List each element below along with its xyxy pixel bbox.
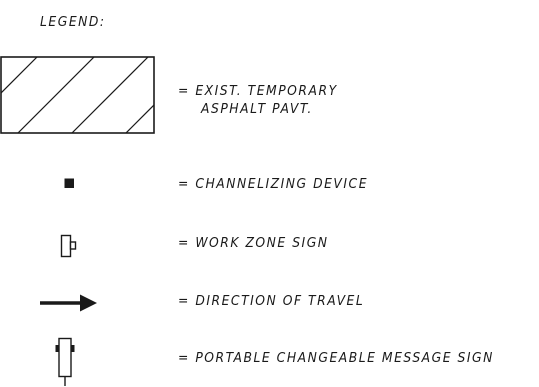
- message-sign-description: = PORTABLE CHANGEABLE MESSAGE SIGN: [178, 351, 494, 366]
- legend-title: LEGEND:: [40, 15, 106, 30]
- work-zone-sign-icon: [60, 234, 77, 258]
- message-sign-icon: [55, 337, 75, 386]
- work-zone-sign-description: = WORK ZONE SIGN: [178, 236, 329, 251]
- filled-square-icon: [64, 178, 74, 188]
- channelizing-device-description: = CHANNELIZING DEVICE: [178, 177, 369, 192]
- asphalt-description-line2: ASPHALT PAVT.: [201, 102, 313, 117]
- arrow-right-icon: [40, 294, 97, 312]
- asphalt-description-line1: = EXIST. TEMPORARY: [178, 84, 338, 99]
- direction-of-travel-description: = DIRECTION OF TRAVEL: [178, 294, 365, 309]
- hatched-rectangle-icon: [0, 56, 155, 134]
